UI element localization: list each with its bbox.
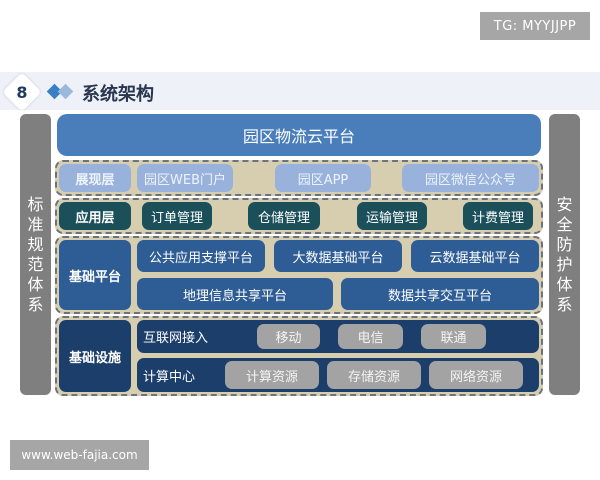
module-box: 地理信息共享平台 xyxy=(137,278,333,310)
page-title: 系统架构 xyxy=(82,84,154,105)
module-box: 公共应用支撑平台 xyxy=(137,240,265,272)
side-char: 护 xyxy=(556,254,573,274)
module-box: 计算资源 xyxy=(225,361,319,389)
side-char: 全 xyxy=(556,214,573,234)
module-box: 仓储管理 xyxy=(248,202,320,230)
layer-label: 展现层 xyxy=(59,164,131,192)
module-box: 运输管理 xyxy=(357,202,427,230)
module-box: 园区微信公众号 xyxy=(402,164,539,192)
security-system-bar: 安 全 防 护 体 系 xyxy=(549,114,580,395)
row-label: 互联网接入 xyxy=(143,331,209,346)
standards-system-bar: 标 准 规 范 体 系 xyxy=(20,114,51,395)
cloud-platform-banner: 园区物流云平台 xyxy=(57,114,541,156)
side-char: 标 xyxy=(27,194,44,214)
side-char: 系 xyxy=(27,294,44,314)
module-box: 存储资源 xyxy=(327,361,421,389)
module-box: 数据共享交互平台 xyxy=(341,278,539,310)
layer-label: 基础设施 xyxy=(59,320,131,392)
module-box: 大数据基础平台 xyxy=(274,240,402,272)
presentation-layer: 展现层 园区WEB门户 园区APP 园区微信公众号 xyxy=(55,160,543,196)
module-box: 订单管理 xyxy=(142,202,212,230)
infrastructure-layer: 基础设施 互联网接入 移动 电信 联通 计算中心 计算资源 存储资源 网络资源 xyxy=(55,316,543,396)
layer-label: 基础平台 xyxy=(59,240,131,310)
layer-label: 应用层 xyxy=(59,202,131,230)
application-layer: 应用层 订单管理 仓储管理 运输管理 计费管理 xyxy=(55,198,543,234)
side-char: 体 xyxy=(556,274,573,294)
module-box: 联通 xyxy=(421,324,486,349)
row-label: 计算中心 xyxy=(143,369,196,385)
module-box: 电信 xyxy=(338,324,403,349)
module-box: 移动 xyxy=(257,324,320,349)
side-char: 范 xyxy=(27,254,44,274)
module-box: 园区APP xyxy=(275,164,371,192)
module-box: 网络资源 xyxy=(429,361,523,389)
platform-layer: 基础平台 公共应用支撑平台 大数据基础平台 云数据基础平台 地理信息共享平台 数… xyxy=(55,236,543,314)
side-char: 安 xyxy=(556,194,573,214)
module-box: 计费管理 xyxy=(463,202,533,230)
watermark-bottom: www.web-fajia.com xyxy=(10,440,149,470)
section-number: 8 xyxy=(16,82,28,102)
module-box: 云数据基础平台 xyxy=(411,240,539,272)
side-char: 防 xyxy=(556,234,573,254)
watermark-top: TG: MYYJJPP xyxy=(480,12,590,40)
module-box: 园区WEB门户 xyxy=(137,164,233,192)
side-char: 系 xyxy=(556,294,573,314)
side-char: 准 xyxy=(27,214,44,234)
title-bar xyxy=(0,72,600,110)
side-char: 规 xyxy=(27,234,44,254)
side-char: 体 xyxy=(27,274,44,294)
